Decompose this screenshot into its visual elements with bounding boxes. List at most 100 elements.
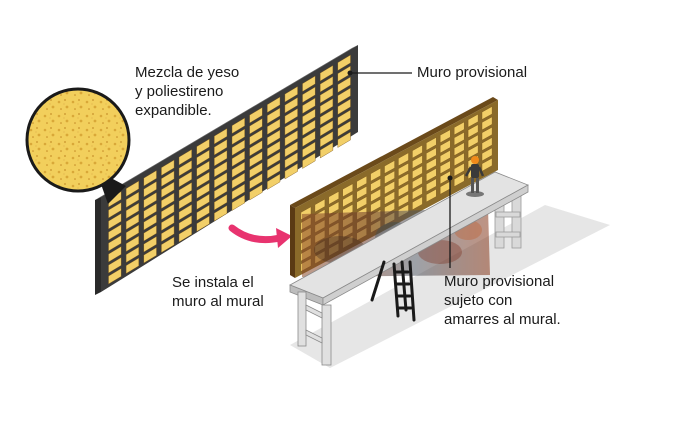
left-wall-cell <box>337 109 351 126</box>
left-wall-side <box>95 197 101 295</box>
right-wall-cell <box>412 196 423 211</box>
right-wall-cell <box>454 162 465 177</box>
left-wall-cell <box>249 118 263 135</box>
left-wall-cell <box>214 139 228 156</box>
right-wall-cell <box>481 147 493 162</box>
right-wall-cell <box>356 185 367 200</box>
right-wall-cell <box>481 157 493 172</box>
left-wall-cell <box>143 203 157 220</box>
right-wall-cell <box>426 147 437 162</box>
left-wall-cell <box>108 213 122 230</box>
left-wall-cell <box>302 152 316 169</box>
left-wall-cell <box>249 151 263 168</box>
left-wall-cell <box>337 98 351 115</box>
muro-pointer-dot <box>347 70 353 76</box>
left-wall-cell <box>143 225 157 242</box>
right-wall-cell <box>342 183 353 198</box>
right-wall-cell <box>426 157 437 172</box>
right-wall-cell <box>384 160 395 174</box>
left-wall-cell <box>161 236 175 253</box>
left-wall-cell <box>302 141 316 158</box>
left-wall-cell <box>178 171 192 188</box>
left-wall-cell <box>320 131 334 148</box>
left-wall-cell <box>143 181 157 198</box>
right-wall-cell <box>426 188 437 203</box>
right-wall-cell <box>384 170 395 185</box>
left-wall-cell <box>302 86 316 103</box>
left-wall-cell <box>337 87 351 104</box>
right-wall-cell <box>398 152 409 167</box>
left-wall-cell <box>231 161 245 178</box>
left-wall-cell <box>214 205 228 222</box>
right-wall-cell <box>356 196 367 210</box>
scaffold-front-leg <box>297 291 332 366</box>
left-wall-cell <box>284 152 298 169</box>
left-wall-cell <box>214 161 228 178</box>
left-wall-cell <box>284 108 298 125</box>
left-wall-cell <box>302 75 316 92</box>
left-wall-cell <box>196 138 210 155</box>
left-wall-cell <box>196 204 210 221</box>
left-wall-cell <box>267 118 281 135</box>
left-wall-cell <box>214 128 228 145</box>
left-wall-cell <box>231 117 245 134</box>
left-wall-cell <box>178 204 192 221</box>
left-wall-cell <box>231 150 245 167</box>
label-mezcla-yeso: Mezcla de yeso y poliestireno expandible… <box>135 64 240 119</box>
left-wall-cell <box>196 193 210 210</box>
left-wall-cell <box>125 224 140 241</box>
left-wall-cell <box>125 235 140 252</box>
left-wall-cell <box>125 257 140 274</box>
left-wall-cell <box>196 149 210 166</box>
right-wall-cell <box>454 131 465 146</box>
left-wall-cell <box>249 162 263 179</box>
left-wall-cell <box>337 120 351 137</box>
left-wall-cell <box>108 202 122 219</box>
right-wall-cell <box>356 175 367 190</box>
left-wall-cell <box>178 182 192 199</box>
left-wall-cell <box>178 215 192 232</box>
right-wall-cell <box>454 173 465 187</box>
left-wall-cell <box>196 160 210 177</box>
right-wall-cell <box>412 175 423 190</box>
right-wall-cell <box>398 162 409 177</box>
right-wall-cell <box>426 137 437 151</box>
left-wall-cell <box>284 97 298 114</box>
left-wall-cell <box>125 202 140 219</box>
worker-figure-icon <box>464 156 485 197</box>
right-wall-cell <box>467 113 479 128</box>
left-wall-cell <box>320 76 334 93</box>
left-wall-cell <box>108 246 122 263</box>
label-muro-provisional: Muro provisional <box>417 64 528 81</box>
left-wall-cell <box>178 226 192 243</box>
left-wall-cell <box>161 181 175 198</box>
left-wall-cell <box>320 109 334 126</box>
left-wall-cell <box>337 54 351 71</box>
left-wall-cell <box>214 172 228 189</box>
left-wall-cell <box>143 247 157 264</box>
right-wall-cell <box>426 168 437 182</box>
left-wall-cell <box>267 151 281 168</box>
left-wall-cell <box>249 184 263 201</box>
right-wall <box>290 97 498 278</box>
magnifier-circle <box>25 87 131 193</box>
left-wall-cell <box>143 192 157 209</box>
right-wall-cell <box>481 137 493 151</box>
left-wall-cell <box>267 140 281 157</box>
left-wall-cell <box>231 128 245 145</box>
left-wall-cell <box>125 213 140 230</box>
left-wall-cell <box>161 170 175 187</box>
left-wall-cell <box>284 86 298 103</box>
left-wall-cell <box>320 65 334 82</box>
left-wall-cell <box>267 162 281 179</box>
left-wall-cell <box>231 172 245 189</box>
right-wall-cell <box>370 188 381 203</box>
right-wall-cell <box>454 142 465 156</box>
left-wall-cell <box>108 235 122 252</box>
right-wall-cell <box>328 191 339 205</box>
left-wall-cell <box>108 257 122 274</box>
right-wall-cell <box>467 144 479 159</box>
left-wall-cell <box>125 246 140 263</box>
left-wall-cell <box>284 141 298 158</box>
